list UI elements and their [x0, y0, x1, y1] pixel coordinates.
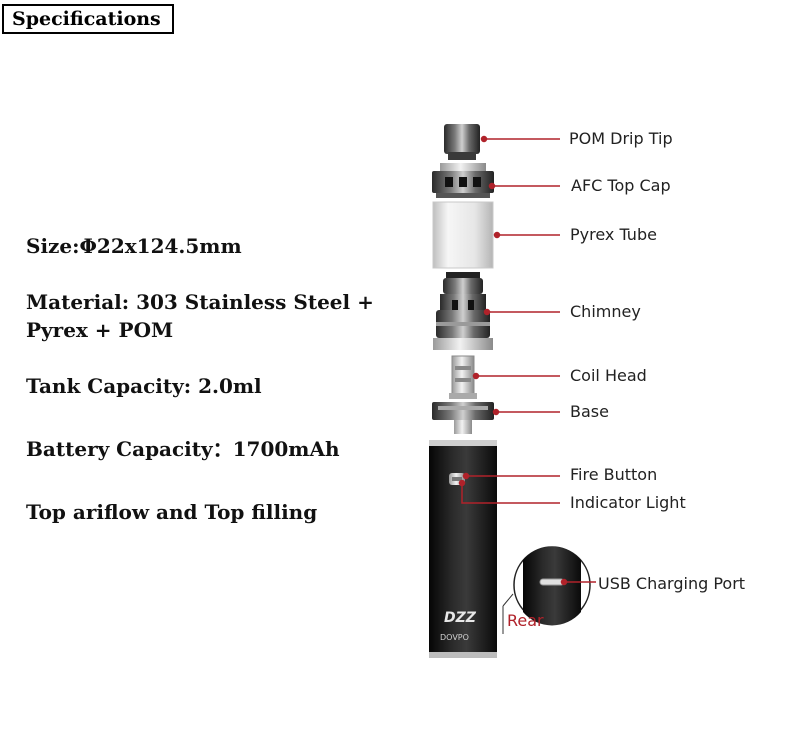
label-pom-drip-tip: POM Drip Tip	[569, 129, 673, 148]
spec-size: Size:Φ22x124.5mm	[26, 234, 242, 258]
label-usb-charging-port: USB Charging Port	[598, 574, 746, 593]
label-indicator-light: Indicator Light	[570, 493, 686, 512]
base-part	[432, 402, 494, 434]
label-chimney: Chimney	[570, 302, 641, 321]
leader-lines	[458, 135, 596, 586]
label-coil-head: Coil Head	[570, 366, 647, 385]
battery-body	[429, 440, 497, 658]
device-logo: DZZ	[444, 610, 477, 626]
usb-inset	[513, 546, 591, 626]
spec-airflow-filling: Top ariflow and Top filling	[26, 500, 318, 524]
label-rear: Rear	[507, 611, 544, 630]
spec-material: Material: 303 Stainless Steel +	[26, 290, 374, 314]
label-fire-button: Fire Button	[570, 465, 658, 484]
drip-tip-part	[444, 124, 480, 160]
spec-tank-capacity: Tank Capacity: 2.0ml	[26, 374, 262, 398]
spec-material-cont: Pyrex + POM	[26, 318, 174, 342]
spec-battery-capacity: Battery Capacity：1700mAh	[26, 437, 340, 461]
chimney-part	[433, 272, 493, 350]
pyrex-tube-part	[432, 201, 494, 269]
label-base: Base	[570, 402, 609, 421]
label-pyrex-tube: Pyrex Tube	[570, 225, 657, 244]
afc-top-cap-part	[432, 163, 494, 198]
device-brand: DOVPO	[440, 633, 469, 642]
page-title: Specifications	[2, 4, 174, 34]
label-afc-top-cap: AFC Top Cap	[571, 176, 671, 195]
coil-head-part	[449, 355, 477, 399]
